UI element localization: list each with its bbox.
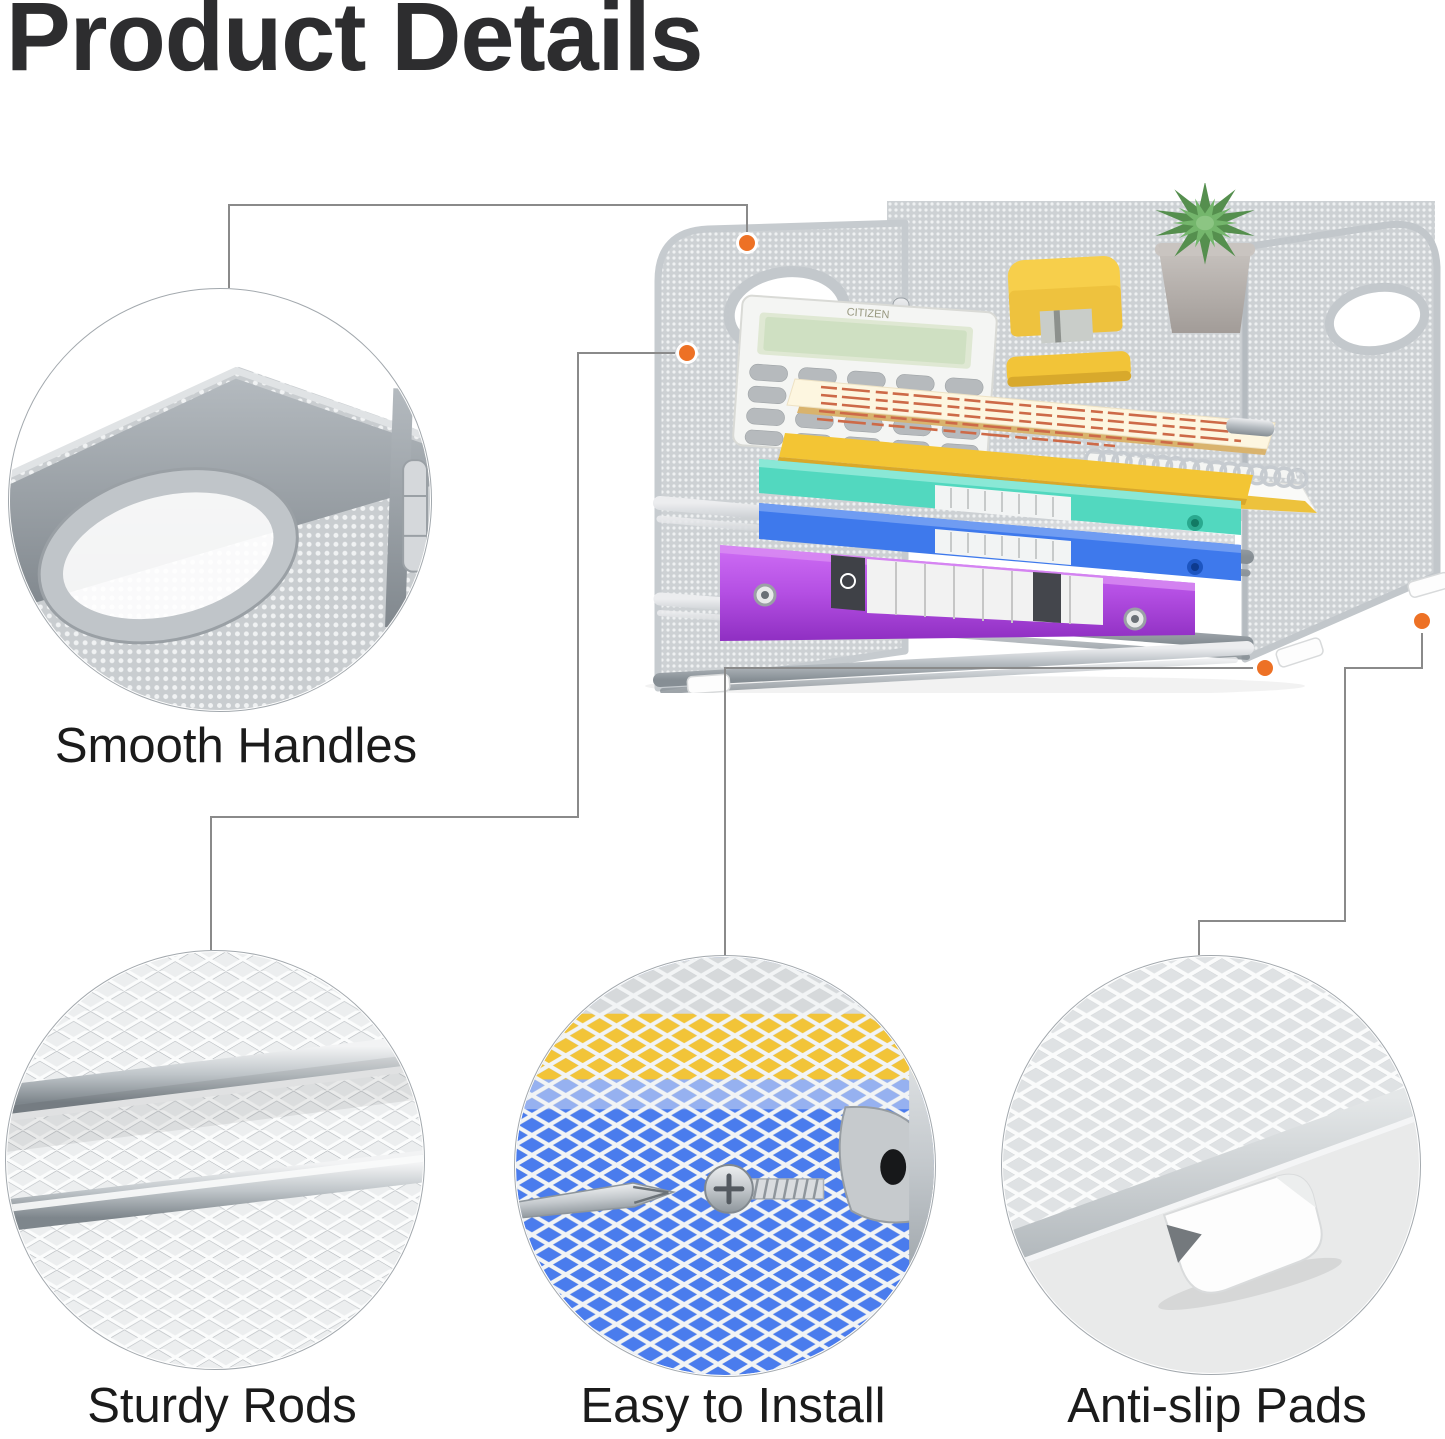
- tray-floor: [675, 483, 1235, 548]
- stapler: [1006, 255, 1132, 387]
- clipboard-clip: [1226, 417, 1275, 437]
- hinge: [402, 459, 429, 573]
- callout-circle-sturdy-rods: [5, 950, 425, 1370]
- calculator-brand: CITIZEN: [846, 306, 890, 321]
- product-photo: CITIZEN: [645, 183, 1445, 693]
- callout-label-smooth-handles: Smooth Handles: [54, 719, 418, 773]
- callout-circle-anti-slip-pads: [1001, 955, 1421, 1375]
- succulent-plant: [1155, 183, 1255, 333]
- callout-label-easy-to-install: Easy to Install: [580, 1379, 886, 1433]
- page-title: Product Details: [6, 0, 703, 91]
- frame-edge: [1002, 1080, 1420, 1276]
- anti-slip-pad: [1158, 1173, 1342, 1311]
- connector-easy-to-install: [724, 667, 1253, 955]
- shelf-edge: [6, 1031, 424, 1153]
- purple-binder: [720, 545, 1195, 641]
- screwdriver-tip: [515, 1182, 677, 1223]
- callout-circle-easy-to-install: [514, 955, 936, 1377]
- callout-circle-smooth-handles: [8, 288, 432, 712]
- clipboard-document: [786, 378, 1276, 455]
- right-handle-cutout: [1324, 282, 1430, 356]
- callout-label-anti-slip-pads: Anti-slip Pads: [1067, 1379, 1367, 1433]
- calculator: CITIZEN: [732, 294, 998, 463]
- right-side-panel: [1241, 220, 1441, 663]
- callout-label-sturdy-rods: Sturdy Rods: [87, 1379, 357, 1433]
- blue-folder: [759, 503, 1241, 581]
- frame-post: [909, 995, 935, 1335]
- teal-folder: [759, 459, 1241, 535]
- rod: [6, 1148, 424, 1234]
- mesh-texture: [1002, 956, 1420, 1273]
- screw: [704, 1164, 825, 1214]
